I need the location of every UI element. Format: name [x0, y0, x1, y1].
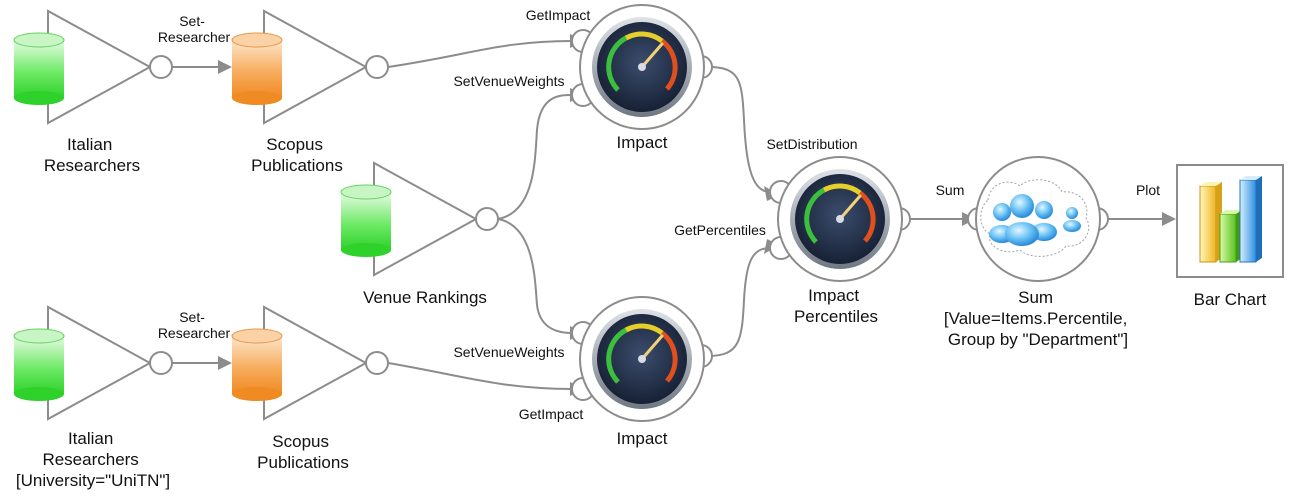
- gauge-icon: [592, 17, 692, 117]
- edge-label-set-researcher-1: Set- Researcher: [158, 13, 231, 45]
- people-cloud-icon: [980, 179, 1090, 257]
- edge-label-set-venue-weights-2: SetVenueWeights: [453, 344, 564, 360]
- node-impact-percentiles[interactable]: [769, 156, 911, 282]
- caption-impact-percentiles: Impact Percentiles: [794, 286, 878, 326]
- node-impact-2[interactable]: [571, 296, 713, 422]
- edge-get-impact-1: [387, 40, 573, 68]
- output-port[interactable]: [149, 55, 173, 79]
- edge-set-venue-weights-1: [497, 94, 573, 220]
- caption-impact-2: Impact: [616, 429, 667, 448]
- edge-label-get-impact-2: GetImpact: [519, 406, 584, 422]
- caption-scopus-1: Scopus Publications: [251, 135, 343, 175]
- node-scopus-2[interactable]: [231, 305, 389, 421]
- caption-impact-1: Impact: [616, 133, 667, 152]
- connectors: [172, 40, 1166, 390]
- bar-chart-icon: [1199, 176, 1262, 263]
- caption-venue-rankings: Venue Rankings: [363, 288, 487, 307]
- database-icon: [340, 184, 392, 257]
- edge-label-set-distribution: SetDistribution: [766, 136, 857, 152]
- output-port[interactable]: [365, 351, 389, 375]
- caption-sum: Sum [Value=Items.Percentile, Group by "D…: [944, 288, 1132, 349]
- arrowhead: [218, 60, 232, 74]
- edge-label-get-impact-1: GetImpact: [526, 7, 591, 23]
- output-port[interactable]: [365, 55, 389, 79]
- edge-label-set-venue-weights-1: SetVenueWeights: [453, 73, 564, 89]
- arrowhead: [218, 356, 232, 370]
- edge-labels: Set- Researcher Set- Researcher GetImpac…: [158, 7, 1160, 422]
- caption-italian-researchers-1: Italian Researchers: [44, 135, 140, 175]
- caption-scopus-2: Scopus Publications: [257, 432, 349, 472]
- caption-italian-researchers-2: Italian Researchers [University="UniTN"]: [16, 429, 170, 490]
- node-scopus-1[interactable]: [231, 9, 389, 125]
- node-sum[interactable]: [967, 156, 1109, 282]
- edge-get-percentiles: [707, 247, 771, 357]
- edge-label-sum: Sum: [936, 182, 965, 198]
- database-icon: [231, 328, 283, 401]
- output-port[interactable]: [475, 207, 499, 231]
- node-italian-researchers-1[interactable]: [13, 9, 173, 125]
- node-italian-researchers-2[interactable]: [13, 305, 173, 421]
- gauge-icon: [592, 309, 692, 409]
- caption-bar-chart: Bar Chart: [1194, 290, 1267, 309]
- edge-set-venue-weights-2: [497, 218, 573, 334]
- node-bar-chart[interactable]: [1176, 164, 1284, 278]
- node-captions: Italian Researchers Scopus Publications …: [16, 133, 1267, 490]
- arrowhead: [1162, 212, 1176, 226]
- node-venue-rankings[interactable]: [340, 161, 499, 277]
- edge-label-set-researcher-2: Set- Researcher: [158, 309, 231, 341]
- database-icon: [13, 328, 65, 401]
- database-icon: [13, 32, 65, 105]
- database-icon: [231, 32, 283, 105]
- edge-label-get-percentiles: GetPercentiles: [674, 222, 766, 238]
- gauge-icon: [790, 169, 890, 269]
- output-port[interactable]: [149, 351, 173, 375]
- edge-label-plot: Plot: [1136, 182, 1160, 198]
- edge-get-impact-2: [387, 362, 573, 390]
- edge-set-distribution: [707, 66, 771, 193]
- node-impact-1[interactable]: [571, 4, 713, 130]
